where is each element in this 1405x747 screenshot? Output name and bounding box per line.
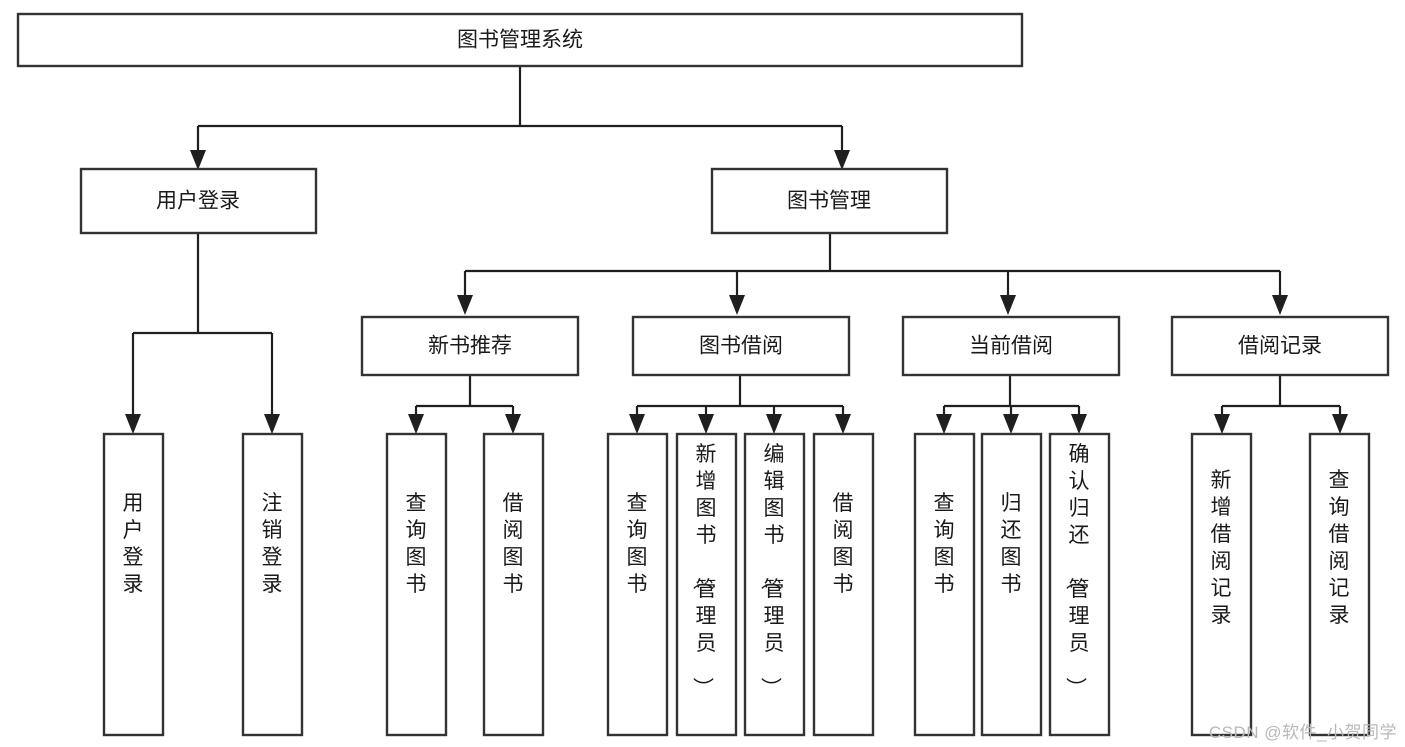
node-leaf-edit-book-box[interactable] xyxy=(743,432,806,737)
node-leaf-return-book-label: 归还图书 xyxy=(1001,492,1022,596)
connectors-user-login-to-leaves xyxy=(125,233,280,434)
arrowhead-book-borrow xyxy=(729,295,745,315)
arrowhead-borrow-record xyxy=(1272,295,1288,315)
node-leaf-query-book-1-box[interactable] xyxy=(385,432,448,737)
arrowhead-leaf-query-book-1 xyxy=(408,414,424,434)
connectors-borrow-record-to-leaves xyxy=(1214,375,1348,434)
node-leaf-edit-book[interactable]: 编辑图书（管理员） xyxy=(743,432,806,737)
node-leaf-query-book-3-label: 查询图书 xyxy=(934,492,955,596)
node-book-management-label: 图书管理 xyxy=(787,190,871,213)
node-root-label: 图书管理系统 xyxy=(457,29,583,52)
arrowhead-current-borrow xyxy=(1000,295,1016,315)
arrowhead-leaf-add-record xyxy=(1214,414,1230,434)
node-leaf-add-record[interactable]: 新增借阅记录 xyxy=(1190,432,1253,737)
node-borrow-record-box[interactable] xyxy=(1170,315,1390,377)
node-current-borrow[interactable]: 当前借阅 xyxy=(901,315,1121,377)
node-current-borrow-box[interactable] xyxy=(901,315,1121,377)
arrowhead-leaf-return-book xyxy=(1003,414,1019,434)
arrowhead-leaf-user-login xyxy=(125,414,141,434)
node-book-management-box[interactable] xyxy=(710,167,949,235)
node-leaf-query-book-3[interactable]: 查询图书 xyxy=(913,432,976,737)
connectors-current-borrow-to-leaves xyxy=(936,375,1087,434)
node-leaf-logout-login-box[interactable] xyxy=(241,432,304,737)
arrowhead-book-management xyxy=(834,150,850,170)
node-leaf-query-book-1[interactable]: 查询图书 xyxy=(385,432,448,737)
node-leaf-logout-login-label: 注销登录 xyxy=(262,492,283,596)
node-leaf-user-login-label: 用户登录 xyxy=(123,492,144,596)
node-root[interactable]: 图书管理系统 xyxy=(16,12,1024,68)
node-leaf-borrow-book-2-label: 借阅图书 xyxy=(833,492,854,596)
node-borrow-record[interactable]: 借阅记录 xyxy=(1170,315,1390,377)
node-leaf-return-book[interactable]: 归还图书 xyxy=(980,432,1043,737)
node-user-login-box[interactable] xyxy=(79,167,318,235)
node-leaf-add-book[interactable]: 新增图书（管理员） xyxy=(675,432,738,737)
connectors-new-book-recommend-to-leaves xyxy=(408,375,521,434)
node-leaf-borrow-book-1[interactable]: 借阅图书 xyxy=(482,432,545,737)
node-book-borrow-box[interactable] xyxy=(631,315,851,377)
arrowhead-leaf-query-record xyxy=(1332,414,1348,434)
arrowhead-leaf-confirm-return xyxy=(1071,414,1087,434)
node-new-book-recommend[interactable]: 新书推荐 xyxy=(360,315,580,377)
node-leaf-borrow-book-2[interactable]: 借阅图书 xyxy=(812,432,875,737)
node-leaf-confirm-return-box[interactable] xyxy=(1048,432,1111,737)
node-user-login-label: 用户登录 xyxy=(156,190,240,213)
node-leaf-add-book-label: 新增图书（管理员） xyxy=(691,443,717,698)
node-leaf-query-book-2[interactable]: 查询图书 xyxy=(606,432,669,737)
node-leaf-query-book-2-label: 查询图书 xyxy=(627,492,648,596)
node-leaf-query-book-3-box[interactable] xyxy=(913,432,976,737)
arrowhead-leaf-query-book-2 xyxy=(629,414,645,434)
node-user-login[interactable]: 用户登录 xyxy=(79,167,318,235)
node-leaf-query-record[interactable]: 查询借阅记录 xyxy=(1308,432,1371,737)
node-leaf-borrow-book-1-box[interactable] xyxy=(482,432,545,737)
arrowhead-leaf-query-book-3 xyxy=(936,414,952,434)
arrowhead-leaf-add-book xyxy=(698,414,714,434)
arrowhead-new-book-recommend xyxy=(457,295,473,315)
arrowhead-leaf-borrow-book-2 xyxy=(835,414,851,434)
node-leaf-confirm-return-label: 确认归还（管理员） xyxy=(1064,443,1090,698)
connectors-book-borrow-to-leaves xyxy=(629,375,851,434)
csdn-watermark: CSDN @软件_小贺同学 xyxy=(1208,723,1397,742)
node-current-borrow-label: 当前借阅 xyxy=(969,335,1053,358)
node-leaf-return-book-box[interactable] xyxy=(980,432,1043,737)
node-leaf-add-book-box[interactable] xyxy=(675,432,738,737)
node-leaf-user-login-box[interactable] xyxy=(102,432,165,737)
arrowhead-user-login xyxy=(190,150,206,170)
node-borrow-record-label: 借阅记录 xyxy=(1238,335,1322,358)
node-leaf-borrow-book-1-label: 借阅图书 xyxy=(503,492,524,596)
arrowhead-leaf-logout-login xyxy=(264,414,280,434)
node-leaf-query-book-2-box[interactable] xyxy=(606,432,669,737)
node-new-book-recommend-box[interactable] xyxy=(360,315,580,377)
node-leaf-query-book-1-label: 查询图书 xyxy=(406,492,427,596)
node-leaf-borrow-book-2-box[interactable] xyxy=(812,432,875,737)
node-leaf-query-record-box[interactable] xyxy=(1308,432,1371,737)
node-root-box[interactable] xyxy=(16,12,1024,68)
node-book-borrow[interactable]: 图书借阅 xyxy=(631,315,851,377)
node-leaf-add-record-box[interactable] xyxy=(1190,432,1253,737)
connectors-root-to-level2 xyxy=(190,66,850,170)
arrowhead-leaf-edit-book xyxy=(766,414,782,434)
node-leaf-user-login[interactable]: 用户登录 xyxy=(102,432,165,737)
node-leaf-edit-book-label: 编辑图书（管理员） xyxy=(759,443,785,698)
node-leaf-add-record-label: 新增借阅记录 xyxy=(1211,469,1232,627)
node-leaf-logout-login[interactable]: 注销登录 xyxy=(241,432,304,737)
node-new-book-recommend-label: 新书推荐 xyxy=(428,335,512,358)
node-book-borrow-label: 图书借阅 xyxy=(699,335,783,358)
node-leaf-confirm-return[interactable]: 确认归还（管理员） xyxy=(1048,432,1111,737)
node-leaf-query-record-label: 查询借阅记录 xyxy=(1329,469,1350,627)
arrowhead-leaf-borrow-book-1 xyxy=(505,414,521,434)
node-book-management[interactable]: 图书管理 xyxy=(710,167,949,235)
connectors-book-management-to-level3 xyxy=(457,233,1288,315)
